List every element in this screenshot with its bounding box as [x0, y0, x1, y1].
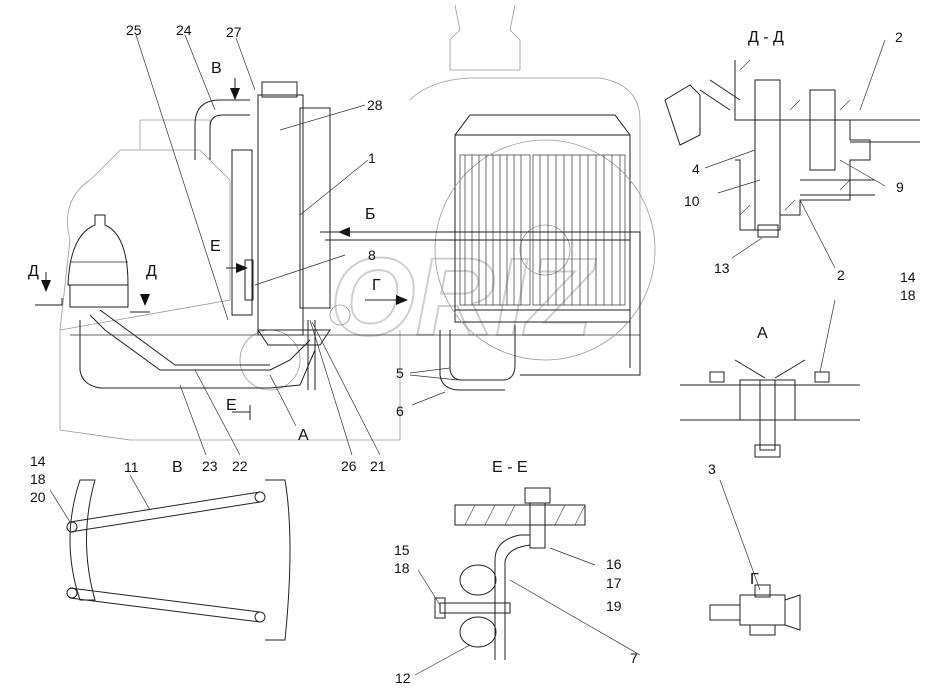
callout-23: 23: [202, 458, 218, 474]
callout-8: 8: [368, 247, 376, 263]
callout-14-v: 14: [30, 453, 46, 469]
section-a-drawing: [680, 299, 860, 458]
marker-a: А: [298, 427, 309, 444]
callout-16: 16: [606, 556, 622, 572]
radiator-core-fins: [464, 155, 621, 305]
title-section-a: А: [757, 325, 768, 342]
view-arrow-v: [230, 78, 240, 100]
title-view-v: В: [172, 459, 183, 476]
callout-15: 15: [394, 542, 410, 558]
leader-lines: [135, 34, 459, 456]
callout-28: 28: [367, 97, 383, 113]
callout-3: 3: [708, 461, 716, 477]
callout-19: 19: [606, 598, 622, 614]
callout-labels: 25 24 27 28 1 8 5 6 23 22 26 21 2 4 9 10…: [30, 22, 916, 686]
callout-12: 12: [395, 670, 411, 686]
upper-pipe: [194, 99, 250, 160]
callout-25: 25: [126, 22, 142, 38]
lower-pipes: [79, 309, 316, 390]
marker-e-bottom: Е: [226, 397, 237, 414]
callout-18-a: 18: [900, 287, 916, 303]
view-g-drawing: [709, 479, 801, 636]
marker-d-right: Д: [146, 263, 157, 280]
callout-11: 11: [124, 459, 139, 475]
callout-2-top: 2: [895, 29, 903, 45]
callout-13: 13: [714, 260, 730, 276]
callout-1: 1: [368, 150, 376, 166]
callout-27: 27: [226, 24, 242, 40]
section-ee-drawing: [414, 487, 641, 676]
oil-filter: [67, 214, 129, 308]
callout-24: 24: [176, 22, 192, 38]
callout-7: 7: [630, 650, 638, 666]
callout-6: 6: [396, 403, 404, 419]
view-arrow-g: [365, 295, 408, 305]
callout-22: 22: [232, 458, 248, 474]
callout-5: 5: [396, 365, 404, 381]
callout-4: 4: [692, 161, 700, 177]
marker-d-left: Д: [28, 263, 39, 280]
bottom-pipe-front: [320, 231, 641, 391]
section-dd-drawing: [664, 39, 920, 269]
title-section-dd: Д - Д: [748, 29, 784, 46]
svg-text:ORIZ: ORIZ: [330, 236, 597, 359]
callout-26: 26: [341, 458, 357, 474]
callout-9: 9: [896, 179, 904, 195]
engine-ghost-outline: [59, 119, 401, 441]
watermark-logo: ORIZ: [329, 235, 598, 360]
marker-e-left: Е: [210, 238, 221, 255]
section-arrow-d: [35, 272, 150, 313]
marker-v: В: [211, 60, 222, 77]
marker-g: Г: [372, 277, 381, 294]
callout-20: 20: [30, 489, 46, 505]
title-section-ee: Е - Е: [492, 459, 528, 476]
radiator-side-view: [231, 81, 331, 346]
callout-14-a: 14: [900, 269, 916, 285]
radiator-front-view: [409, 4, 656, 361]
callout-10: 10: [684, 193, 700, 209]
callout-17: 17: [606, 575, 622, 591]
callout-21: 21: [370, 458, 386, 474]
callout-18-e: 18: [394, 560, 410, 576]
marker-b: Б: [365, 206, 376, 223]
section-arrow-e: [226, 263, 251, 420]
view-v-drawing: [49, 474, 291, 641]
view-markers: В Б Г Е Е Д Д А: [28, 60, 381, 444]
callout-2-bottom: 2: [837, 267, 845, 283]
section-titles: Д - Д А Е - Е В Г: [172, 29, 784, 588]
title-view-g: Г: [750, 571, 759, 588]
callout-18-v: 18: [30, 471, 46, 487]
